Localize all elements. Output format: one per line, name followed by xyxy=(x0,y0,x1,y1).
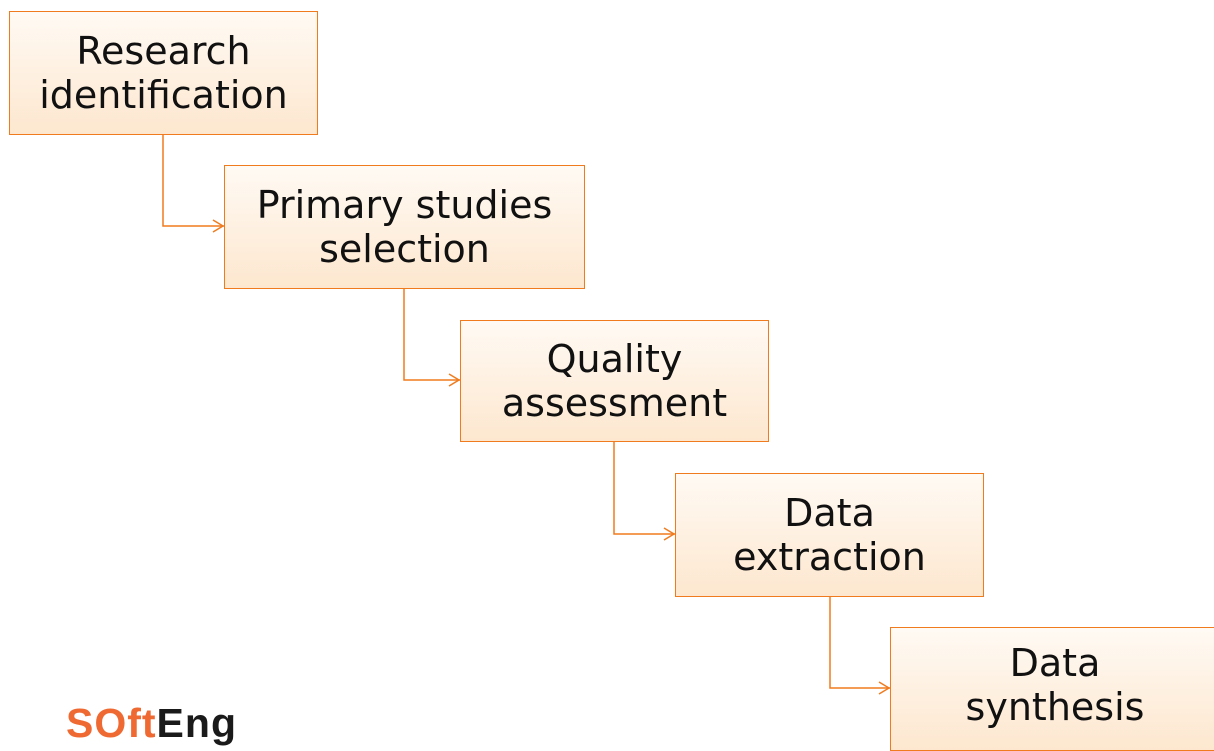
step-label-line2: assessment xyxy=(501,381,728,425)
arrowhead-3-4 xyxy=(663,527,676,541)
connector-4-5 xyxy=(829,597,890,689)
step-label-line1: Research xyxy=(76,29,251,73)
connector-2-3 xyxy=(403,289,460,381)
connector-3-4 xyxy=(613,442,675,535)
step-label-line1: Primary studies xyxy=(256,183,553,227)
step-quality-assessment: Quality assessment xyxy=(460,320,769,442)
step-label-line2: extraction xyxy=(733,535,926,579)
logo-part-soft: SOft xyxy=(66,700,157,746)
arrowhead-4-5 xyxy=(878,681,891,695)
step-label-line1: Data xyxy=(784,491,875,535)
step-label-line1: Quality xyxy=(546,337,683,381)
arrowhead-1-2 xyxy=(212,219,225,233)
logo-part-eng: Eng xyxy=(156,700,237,746)
step-label-line2: selection xyxy=(319,227,490,271)
step-data-synthesis: Data synthesis xyxy=(890,627,1214,751)
step-label-line2: identification xyxy=(39,73,288,117)
step-primary-studies-selection: Primary studies selection xyxy=(224,165,585,289)
step-label-line1: Data xyxy=(1009,641,1101,685)
step-label-line2: synthesis xyxy=(965,685,1145,729)
step-research-identification: Research identification xyxy=(9,11,318,135)
step-data-extraction: Data extraction xyxy=(675,473,984,597)
connector-1-2 xyxy=(162,135,224,227)
arrowhead-2-3 xyxy=(448,373,461,387)
softeng-logo: SOftEng xyxy=(66,700,237,747)
